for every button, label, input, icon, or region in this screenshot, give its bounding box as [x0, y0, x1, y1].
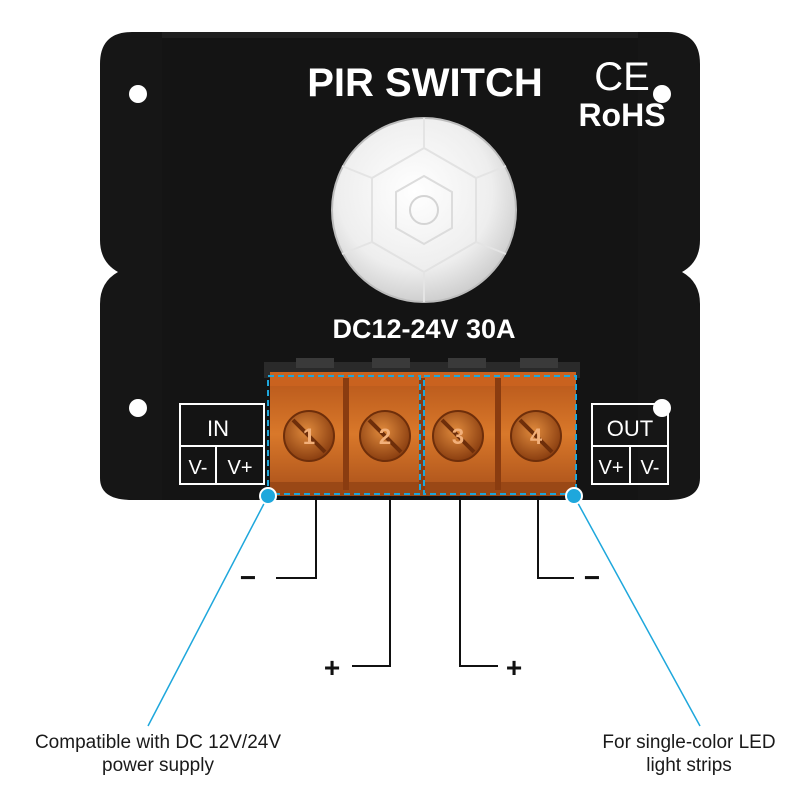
output-label: OUT [607, 416, 653, 441]
mounting-hole [129, 85, 147, 103]
output-negative-label: V- [641, 457, 660, 479]
callout-dot-right [565, 487, 583, 505]
ce-mark: CE [594, 55, 650, 99]
callout-right-line1: For single-color LED [602, 732, 776, 753]
device-title: PIR SWITCH [307, 61, 543, 105]
callout-leader-right [573, 495, 701, 727]
terminal-screw-4: 4 [510, 410, 562, 462]
mounting-bracket-left [100, 32, 168, 500]
wire-output-negative: − [584, 562, 600, 593]
terminal-screw-2: 2 [359, 410, 411, 462]
callout-leader-left [147, 495, 269, 727]
terminal-screw-3: 3 [432, 410, 484, 462]
terminal-screw-1: 1 [283, 410, 335, 462]
terminal-number: 1 [303, 424, 315, 449]
callout-left-line1: Compatible with DC 12V/24V [34, 732, 282, 753]
wiring-lines [276, 496, 574, 667]
callout-right-text: For single-color LED light strips [578, 731, 800, 777]
terminal-number: 2 [379, 424, 391, 449]
input-positive-label: V+ [227, 457, 252, 479]
callout-left-text: Compatible with DC 12V/24V power supply [8, 731, 308, 777]
input-terminal-highlight [267, 375, 421, 495]
mounting-hole [129, 399, 147, 417]
output-positive-label: V+ [598, 457, 623, 479]
pir-sensor-dome [331, 117, 517, 303]
callout-right-line2: light strips [646, 755, 732, 776]
terminal-number: 4 [530, 424, 543, 449]
mounting-bracket-right [632, 32, 700, 500]
mounting-hole [653, 85, 671, 103]
wire-output-positive: + [506, 652, 522, 683]
wire-input-negative: − [240, 562, 256, 593]
rohs-mark: RoHS [578, 97, 665, 133]
callout-left-line2: power supply [102, 755, 214, 776]
input-negative-label: V- [189, 457, 208, 479]
rating-label: DC12-24V 30A [332, 314, 515, 344]
terminal-number: 3 [452, 424, 464, 449]
input-label-panel: IN V- V+ [179, 403, 265, 485]
callout-dot-left [259, 487, 277, 505]
wire-input-positive: + [324, 652, 340, 683]
output-terminal-highlight [423, 375, 577, 495]
output-label-panel: OUT V+ V- [591, 403, 669, 485]
input-label: IN [207, 416, 229, 441]
